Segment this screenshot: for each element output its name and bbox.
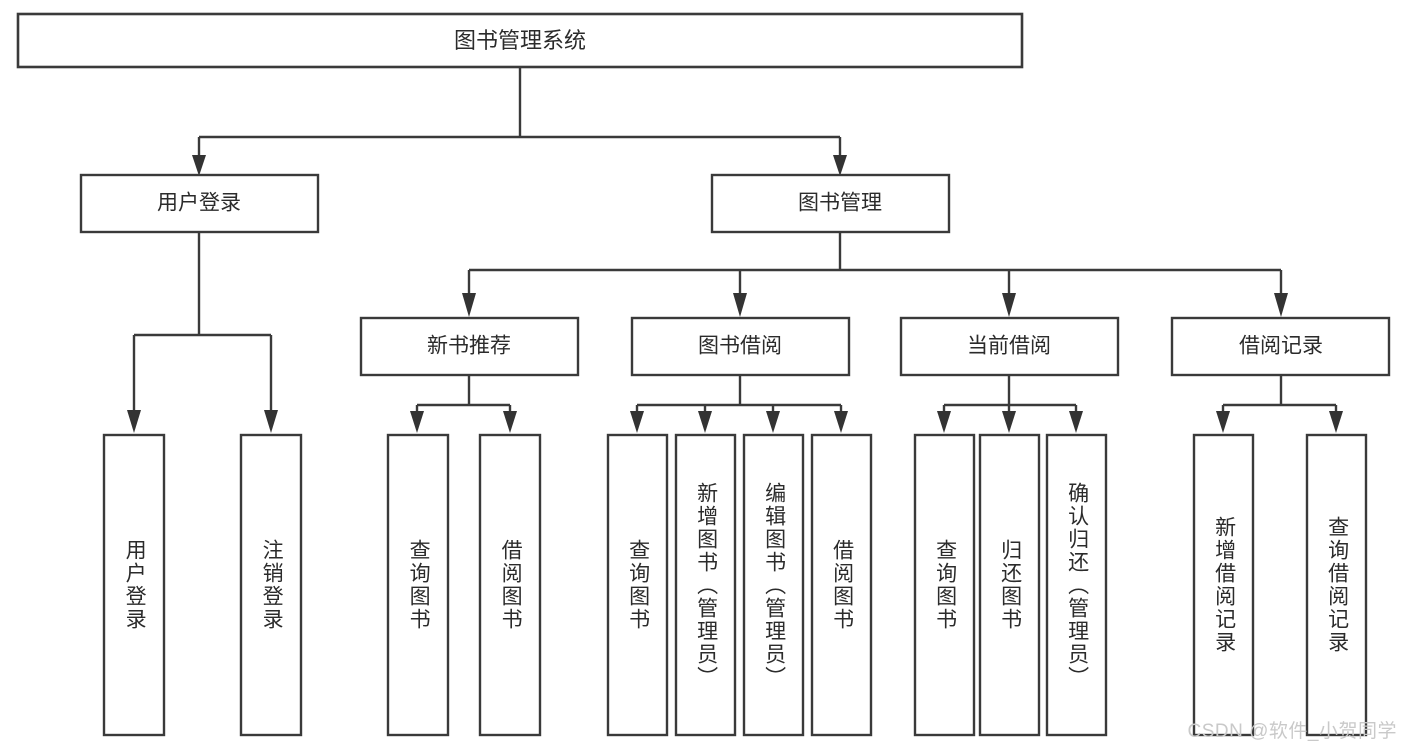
node-root[interactable]: 图书管理系统 (16, 12, 1024, 69)
leaf-box-bb-query-book[interactable] (606, 433, 669, 737)
leaf-box-bb-add-book[interactable] (674, 433, 737, 737)
arrow-head-book-manage (833, 155, 847, 176)
leaf-box-logout[interactable] (239, 433, 303, 737)
node-book-manage[interactable]: 图书管理 (710, 173, 951, 234)
arrow-head-nb-leaf-1 (410, 411, 424, 433)
arrow-head-current-borrow (1002, 293, 1016, 317)
node-book-manage-label: 图书管理 (798, 192, 882, 215)
node-current-borrow[interactable]: 当前借阅 (899, 316, 1120, 377)
leaf-box-user-login[interactable] (102, 433, 166, 737)
leaf-box-bb-borrow-book[interactable] (810, 433, 873, 737)
node-root-box[interactable] (16, 12, 1024, 69)
leaf-box-nb-borrow-book[interactable] (478, 433, 542, 737)
connector-group (127, 66, 1343, 433)
node-root-label: 图书管理系统 (454, 28, 586, 53)
arrow-head-cb-leaf-1 (937, 411, 951, 433)
arrow-head-leaf-logout (264, 410, 278, 433)
leaf-box-cb-query-book[interactable] (913, 433, 976, 737)
node-book-borrow[interactable]: 图书借阅 (630, 316, 851, 377)
arrow-head-user-login (192, 155, 206, 176)
arrow-head-book-borrow (733, 293, 747, 317)
arrow-head-bb-leaf-3 (766, 411, 780, 433)
node-user-login-label: 用户登录 (157, 192, 241, 215)
arrow-head-bb-leaf-4 (834, 411, 848, 433)
arrow-head-new-book (462, 293, 476, 317)
node-current-borrow-label: 当前借阅 (967, 335, 1051, 358)
node-new-book-recommend[interactable]: 新书推荐 (359, 316, 580, 377)
node-book-borrow-box[interactable] (630, 316, 851, 377)
leaf-box-cb-confirm-return[interactable] (1045, 433, 1108, 737)
node-new-book-recommend-label: 新书推荐 (427, 335, 511, 358)
leaf-box-nb-query-book[interactable] (386, 433, 450, 737)
node-book-manage-box[interactable] (710, 173, 951, 234)
leaf-box-bb-edit-book[interactable] (742, 433, 805, 737)
node-current-borrow-box[interactable] (899, 316, 1120, 377)
arrow-head-br-leaf-1 (1216, 411, 1230, 433)
leaf-box-br-add-record[interactable] (1192, 433, 1255, 737)
arrow-head-bb-leaf-2 (698, 411, 712, 433)
arrow-head-cb-leaf-3 (1069, 411, 1083, 433)
arrow-head-nb-leaf-2 (503, 411, 517, 433)
node-user-login-box[interactable] (79, 173, 320, 234)
leaf-box-cb-return-book[interactable] (978, 433, 1041, 737)
csdn-watermark: CSDN @软件_小贺同学 (1187, 721, 1397, 742)
leaf-box-br-query-record[interactable] (1305, 433, 1368, 737)
node-borrow-record[interactable]: 借阅记录 (1170, 316, 1391, 377)
arrow-head-leaf-user-login (127, 410, 141, 433)
node-new-book-recommend-box[interactable] (359, 316, 580, 377)
node-user-login[interactable]: 用户登录 (79, 173, 320, 234)
node-borrow-record-label: 借阅记录 (1239, 335, 1323, 358)
node-book-borrow-label: 图书借阅 (698, 335, 782, 358)
arrow-head-borrow-record (1274, 293, 1288, 317)
node-borrow-record-box[interactable] (1170, 316, 1391, 377)
arrow-head-cb-leaf-2 (1002, 411, 1016, 433)
arrow-head-bb-leaf-1 (630, 411, 644, 433)
arrow-head-br-leaf-2 (1329, 411, 1343, 433)
